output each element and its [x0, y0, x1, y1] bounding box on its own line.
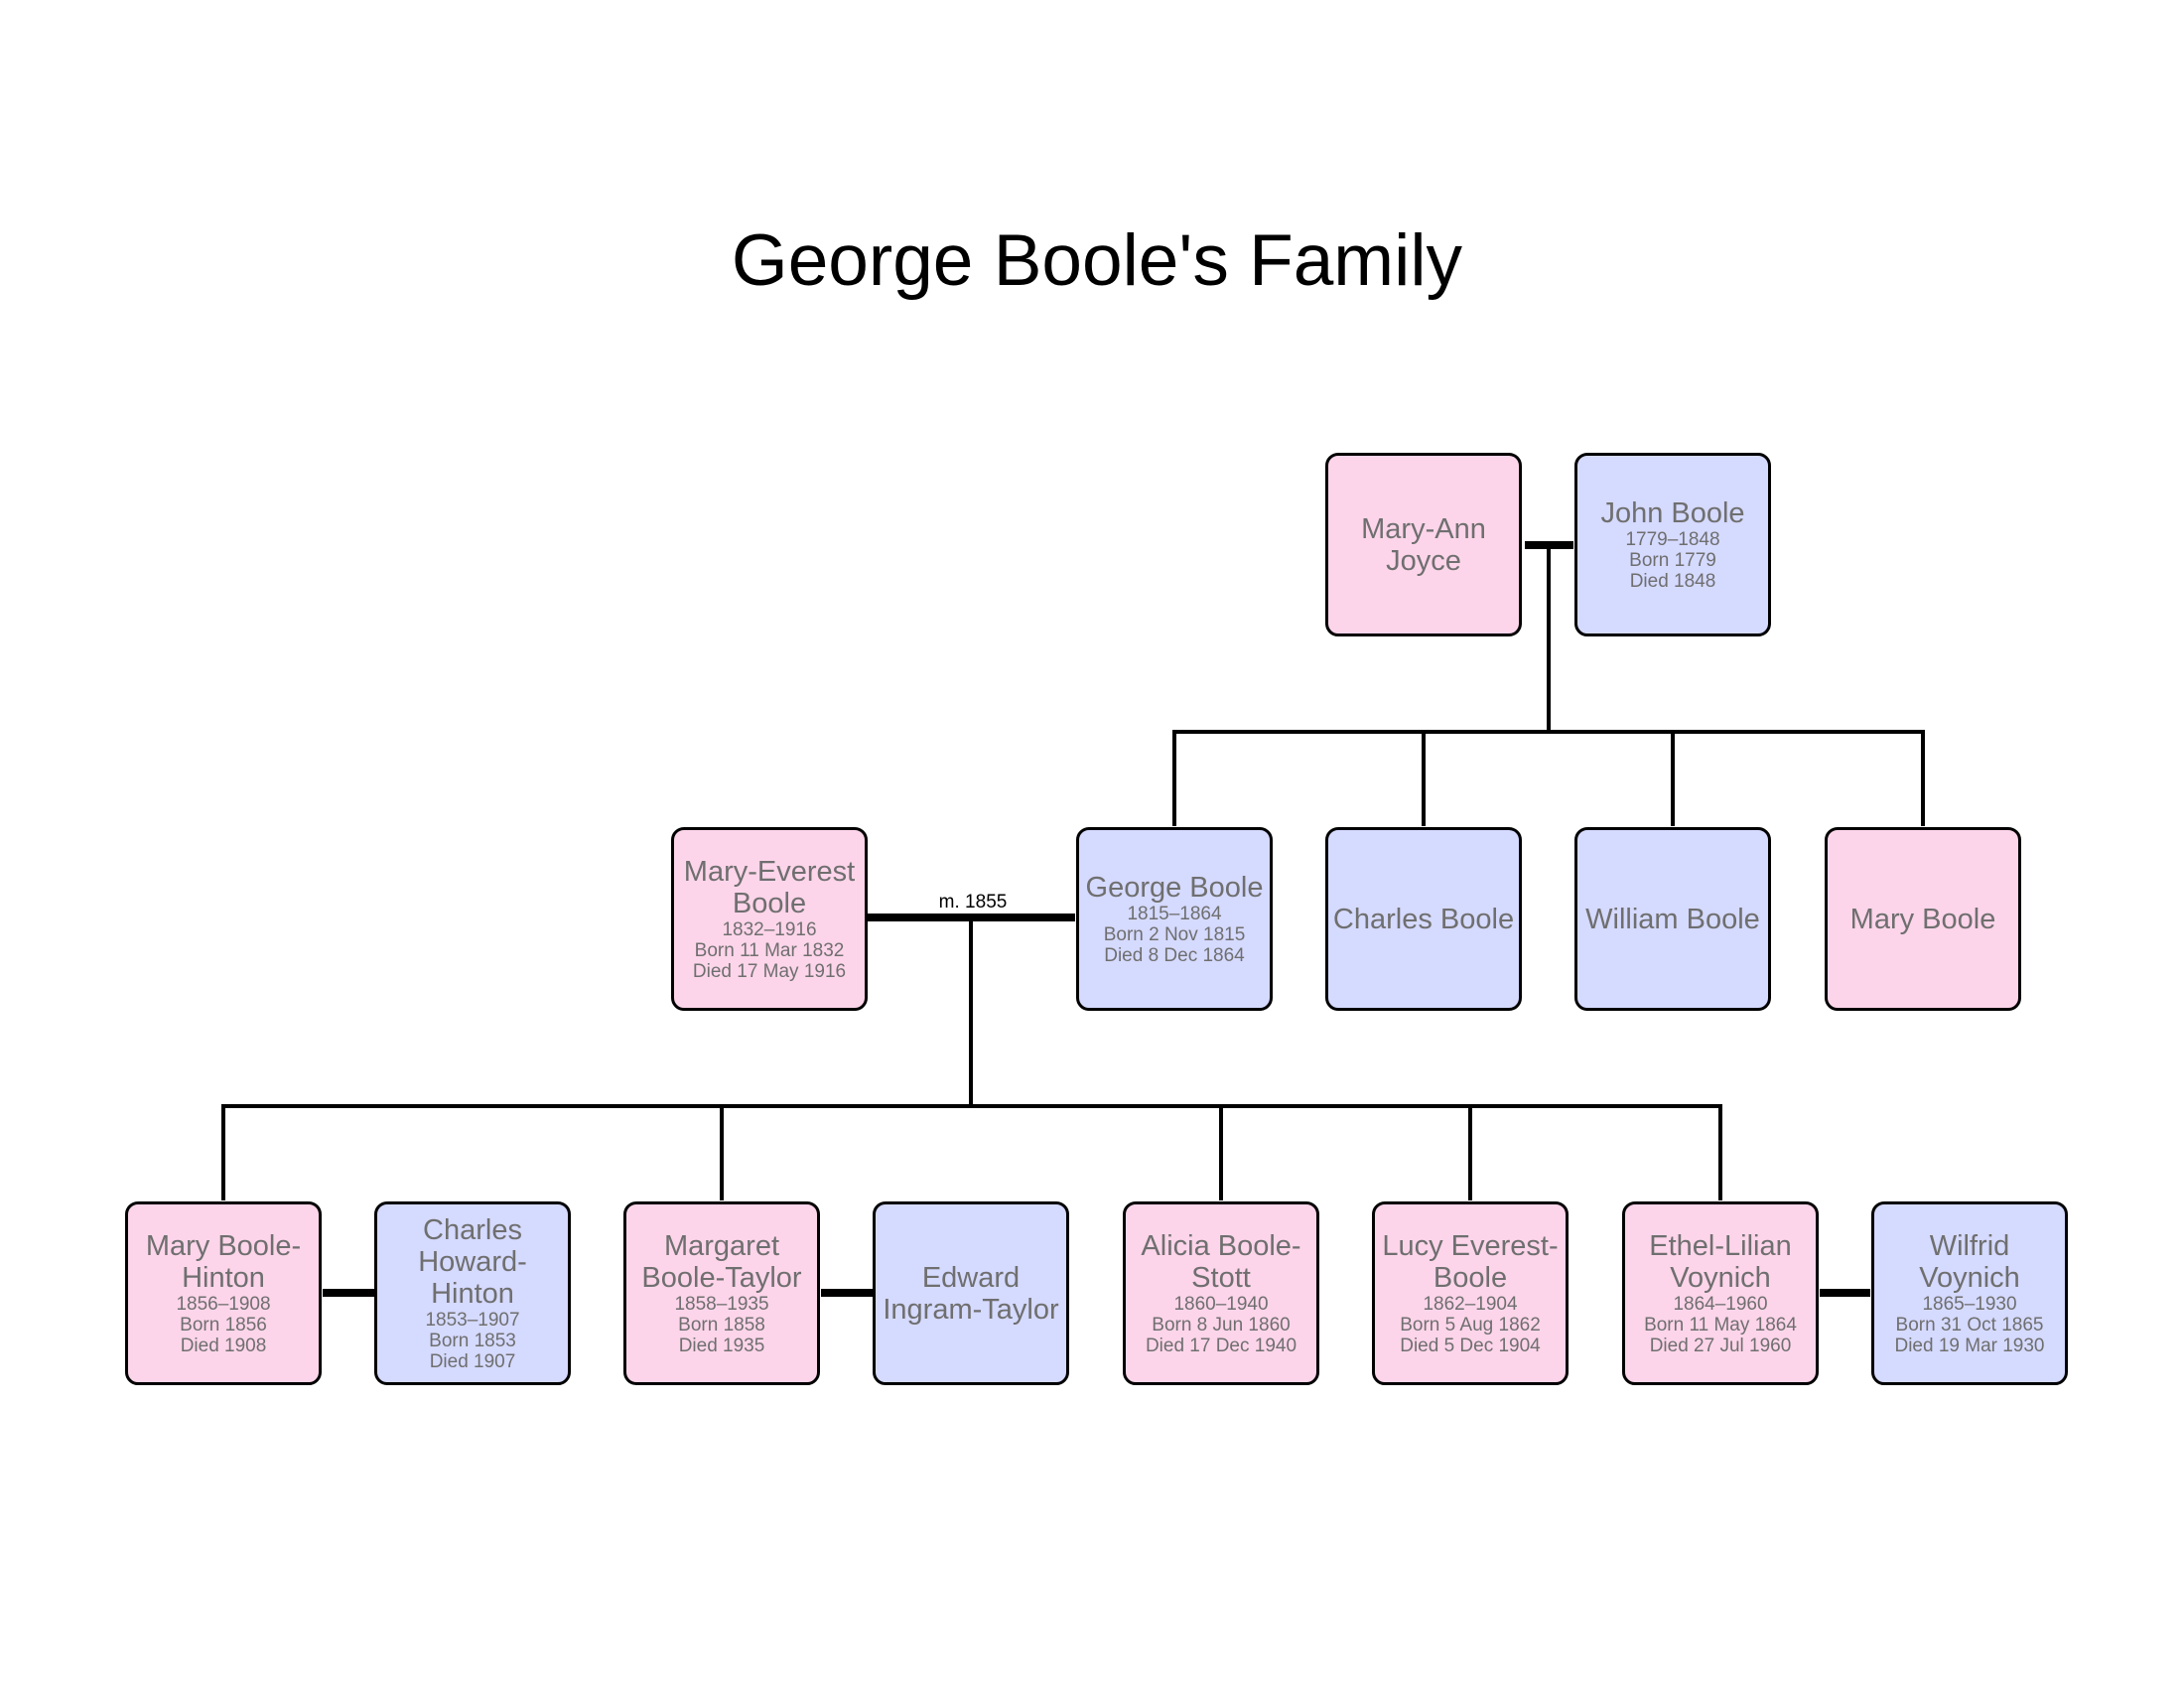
person-charles-boole: Charles Boole — [1325, 827, 1522, 1011]
person-name: Mary Boole-Hinton — [145, 1230, 302, 1294]
person-lifespan: 1858–1935 — [674, 1294, 769, 1315]
person-alicia-boole-stott: Alicia Boole-Stott 1860–1940 Born 8 Jun … — [1123, 1201, 1319, 1385]
person-born: Born 11 Mar 1832 — [694, 940, 845, 961]
person-william-boole: William Boole — [1574, 827, 1771, 1011]
person-lifespan: 1856–1908 — [176, 1294, 271, 1315]
person-lifespan: 1853–1907 — [425, 1310, 520, 1331]
person-ethel-lilian-voynich: Ethel-Lilian Voynich 1864–1960 Born 11 M… — [1622, 1201, 1819, 1385]
person-name: Mary-Everest Boole — [683, 856, 856, 919]
person-died: Died 1907 — [429, 1351, 516, 1372]
person-born: Born 1779 — [1629, 550, 1716, 571]
person-john-boole: John Boole 1779–1848 Born 1779 Died 1848 — [1574, 453, 1771, 636]
person-name: Lucy Everest-Boole — [1382, 1230, 1559, 1294]
person-died: Died 1935 — [678, 1336, 765, 1356]
person-lifespan: 1860–1940 — [1173, 1294, 1269, 1315]
person-name: Charles Howard-Hinton — [418, 1214, 527, 1310]
person-name: Mary-Ann Joyce — [1361, 512, 1486, 577]
person-name: George Boole — [1085, 872, 1264, 904]
person-mary-ann-joyce: Mary-Ann Joyce — [1325, 453, 1522, 636]
person-born: Born 8 Jun 1860 — [1152, 1315, 1291, 1336]
person-died: Died 1908 — [180, 1336, 267, 1356]
person-lifespan: 1815–1864 — [1127, 904, 1222, 924]
person-margaret-boole-taylor: Margaret Boole-Taylor 1858–1935 Born 185… — [623, 1201, 820, 1385]
person-charles-howard-hinton: Charles Howard-Hinton 1853–1907 Born 185… — [374, 1201, 571, 1385]
person-died: Died 17 Dec 1940 — [1145, 1336, 1297, 1356]
person-lifespan: 1862–1904 — [1423, 1294, 1518, 1315]
person-name: Margaret Boole-Taylor — [641, 1230, 802, 1294]
person-born: Born 11 May 1864 — [1644, 1315, 1797, 1336]
person-lifespan: 1865–1930 — [1922, 1294, 2017, 1315]
person-lifespan: 1779–1848 — [1625, 529, 1720, 550]
person-mary-boole: Mary Boole — [1825, 827, 2021, 1011]
person-died: Died 17 May 1916 — [692, 961, 847, 982]
person-george-boole: George Boole 1815–1864 Born 2 Nov 1815 D… — [1076, 827, 1273, 1011]
person-edward-ingram-taylor: Edward Ingram-Taylor — [873, 1201, 1069, 1385]
person-born: Born 1858 — [678, 1315, 765, 1336]
person-died: Died 19 Mar 1930 — [1894, 1336, 2045, 1356]
marriage-label: m. 1855 — [938, 892, 1008, 913]
person-wilfrid-voynich: Wilfrid Voynich 1865–1930 Born 31 Oct 18… — [1871, 1201, 2068, 1385]
person-mary-everest-boole: Mary-Everest Boole 1832–1916 Born 11 Mar… — [671, 827, 868, 1011]
person-died: Died 27 Jul 1960 — [1649, 1336, 1792, 1356]
person-lifespan: 1832–1916 — [722, 919, 817, 940]
person-name: Ethel-Lilian Voynich — [1649, 1230, 1792, 1294]
person-name: William Boole — [1585, 903, 1760, 935]
person-born: Born 1853 — [429, 1331, 516, 1351]
person-died: Died 8 Dec 1864 — [1104, 945, 1245, 966]
person-name: Alicia Boole-Stott — [1141, 1230, 1301, 1294]
person-died: Died 5 Dec 1904 — [1400, 1336, 1541, 1356]
person-name: Mary Boole — [1849, 903, 1996, 935]
person-mary-boole-hinton: Mary Boole-Hinton 1856–1908 Born 1856 Di… — [125, 1201, 322, 1385]
person-name: Charles Boole — [1332, 903, 1515, 935]
diagram-title: George Boole's Family — [731, 220, 1463, 301]
person-born: Born 31 Oct 1865 — [1895, 1315, 2044, 1336]
person-born: Born 1856 — [180, 1315, 267, 1336]
person-born: Born 5 Aug 1862 — [1400, 1315, 1541, 1336]
person-lifespan: 1864–1960 — [1673, 1294, 1768, 1315]
person-name: Edward Ingram-Taylor — [883, 1261, 1059, 1326]
person-name: John Boole — [1600, 497, 1745, 529]
person-born: Born 2 Nov 1815 — [1103, 924, 1246, 945]
person-name: Wilfrid Voynich — [1919, 1230, 2020, 1294]
person-died: Died 1848 — [1629, 571, 1716, 592]
person-lucy-everest-boole: Lucy Everest-Boole 1862–1904 Born 5 Aug … — [1372, 1201, 1569, 1385]
